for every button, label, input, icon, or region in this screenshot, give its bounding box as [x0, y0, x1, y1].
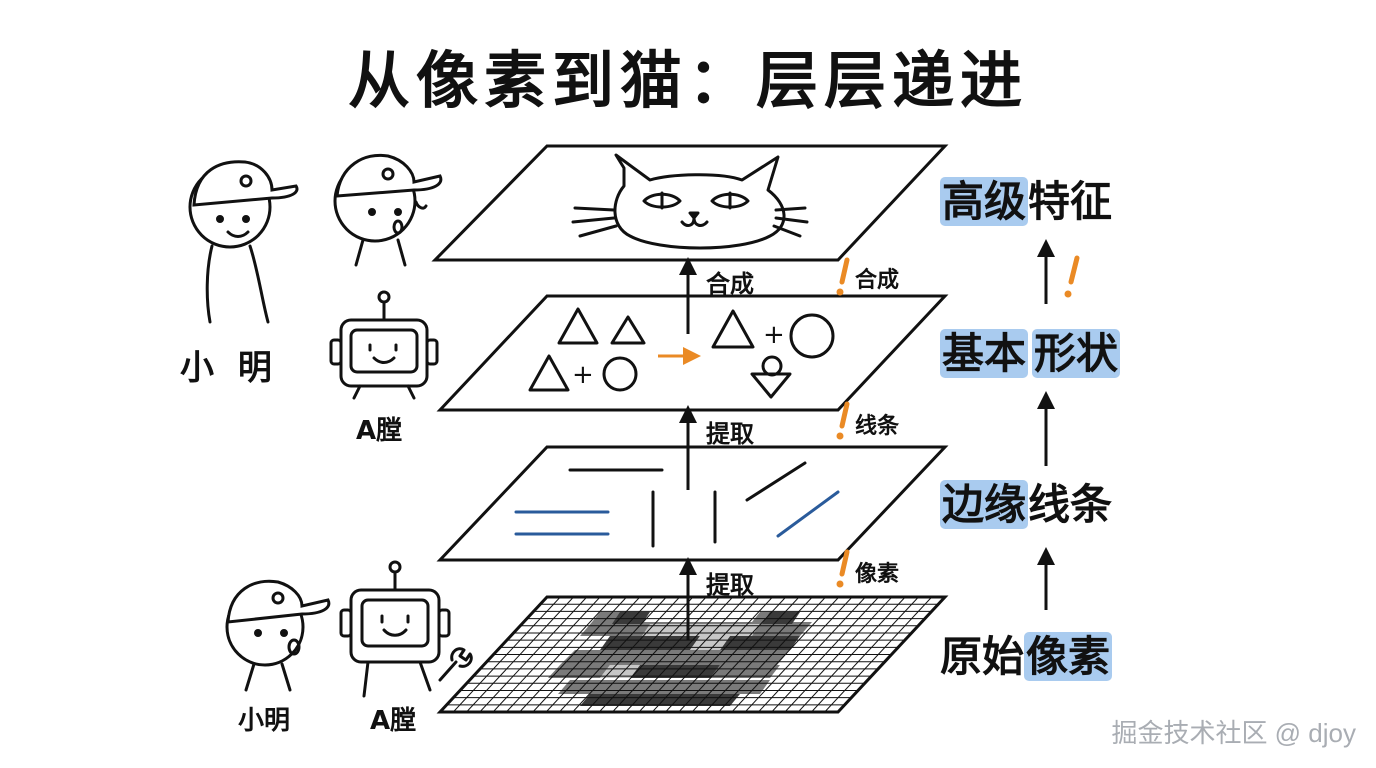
- boy-with-cap: [333, 153, 443, 267]
- watermark: 掘金技术社区 @ djoy: [1111, 718, 1356, 748]
- robot: [339, 560, 473, 698]
- level-highlight: 形状: [1032, 329, 1121, 378]
- triangle-shape: [711, 309, 755, 349]
- arrow-label-extract: 提取: [706, 571, 754, 599]
- level-suffix: 线条: [1028, 480, 1113, 529]
- arrow-label-combine: 合成: [706, 270, 754, 298]
- edge-lines: [514, 461, 840, 548]
- shapes-layer: [436, 294, 949, 412]
- cat-drawing: [571, 153, 809, 250]
- boy-with-cap: [225, 579, 331, 692]
- cat-layer: [431, 144, 949, 262]
- level-highlight: 边缘: [940, 480, 1029, 529]
- side-note-combine: 合成: [855, 268, 900, 293]
- level-raw-pixels: 原始像素: [940, 632, 1113, 682]
- triangle-shape: [557, 307, 599, 345]
- level-basic-shapes: 基本形状: [940, 329, 1121, 379]
- level-edges-lines: 边缘线条: [940, 480, 1112, 530]
- side-note-pixels: 像素: [855, 562, 900, 587]
- triangle-shape: [750, 372, 792, 399]
- pixel-grid: [440, 597, 945, 712]
- plus-sign: +: [572, 360, 594, 390]
- level-highlight: 基本: [940, 329, 1029, 378]
- exclamation-mark: [836, 257, 850, 588]
- circle-shape: [789, 313, 835, 359]
- level-high-features: 高级特征: [940, 177, 1112, 227]
- name-xiaoming-top: 小 明: [180, 348, 278, 388]
- arrow-label-extract: 提取: [706, 420, 754, 448]
- name-robot-bottom: A膛: [370, 706, 417, 736]
- pixel-layer: [436, 595, 949, 714]
- triangle-shape: [528, 354, 570, 392]
- robot: [329, 290, 439, 400]
- boy-with-cap: [188, 160, 299, 324]
- level-highlight: 高级: [940, 177, 1029, 226]
- name-xiaoming-bottom: 小明: [238, 706, 291, 736]
- plus-sign: +: [763, 320, 785, 350]
- level-prefix: 原始: [940, 632, 1025, 681]
- triangle-shape: [610, 315, 646, 345]
- page-title: 从像素到猫：层层递进: [347, 44, 1028, 117]
- exclamation-mark: [1064, 255, 1080, 298]
- name-robot-top: A膛: [356, 416, 403, 446]
- edges-layer: [436, 445, 949, 562]
- level-suffix: 特征: [1028, 177, 1113, 226]
- circle-shape: [602, 356, 638, 392]
- level-highlight: 像素: [1024, 632, 1113, 681]
- side-note-lines: 线条: [855, 414, 900, 439]
